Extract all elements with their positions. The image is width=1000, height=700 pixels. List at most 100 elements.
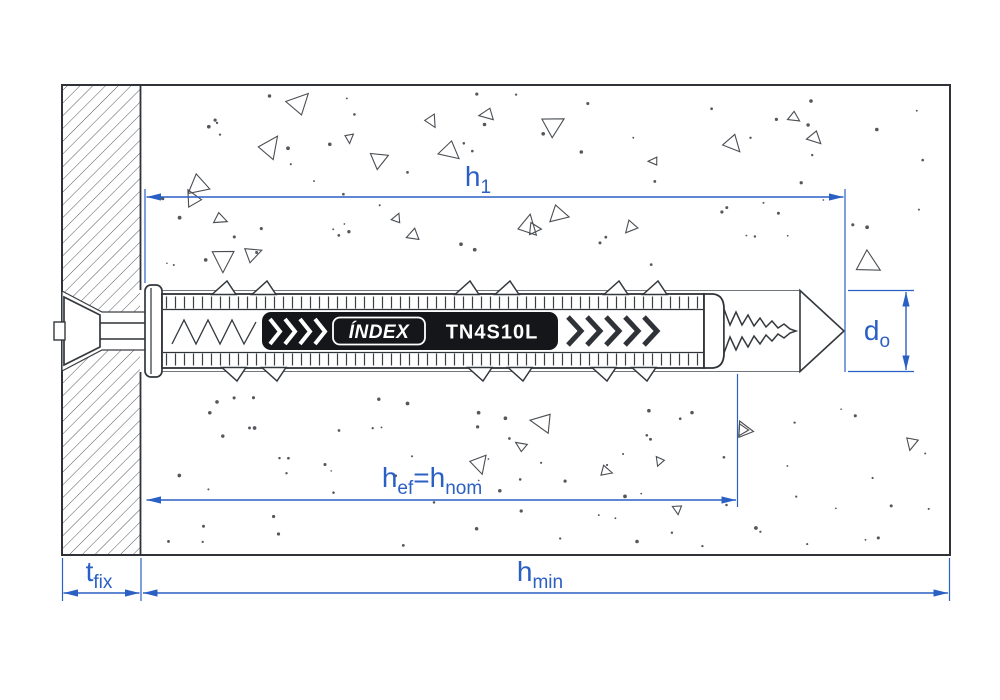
chevron-icon <box>604 315 623 347</box>
aggregate-dot <box>208 411 212 415</box>
aggregate-dot <box>774 117 779 122</box>
dimension-label-hef: hef=hnom <box>382 462 482 499</box>
aggregate-dot <box>347 230 351 234</box>
model-code: TN4S10L <box>446 322 539 344</box>
aggregate-dot <box>754 526 758 530</box>
aggregate-dot <box>276 532 281 536</box>
plug-knurl-bottom <box>165 353 701 366</box>
dimension-h1: h1 <box>144 161 846 372</box>
aggregate-triangle <box>738 422 750 437</box>
chevron-icon <box>623 315 642 347</box>
aggregate-dot <box>343 223 346 225</box>
aggregate-dot <box>722 455 726 459</box>
aggregate-dot <box>285 472 288 475</box>
aggregate-dot <box>851 223 855 227</box>
aggregate-triangle <box>855 248 882 271</box>
expansion-fin <box>602 279 630 296</box>
aggregate-dot <box>459 242 463 247</box>
aggregate-dot <box>508 437 511 440</box>
dimension-hef: hef=hnom <box>146 374 739 507</box>
aggregate-dot <box>323 462 327 467</box>
aggregate-dot <box>401 544 405 547</box>
aggregate-dot <box>410 455 414 458</box>
aggregate-dot <box>475 425 480 429</box>
aggregate-dot <box>889 504 893 508</box>
aggregate-triangle <box>369 152 390 171</box>
aggregate-dot <box>462 142 466 145</box>
aggregate-dot <box>207 488 210 491</box>
aggregate-triangle <box>344 133 355 145</box>
aggregate-dot <box>332 228 335 231</box>
aggregate-dot <box>559 537 562 540</box>
aggregate-dot <box>865 225 869 230</box>
aggregate-dot <box>864 538 867 541</box>
expansion-fin <box>506 366 534 383</box>
aggregate-dot <box>853 414 857 418</box>
aggregate-dot <box>470 149 474 153</box>
expansion-fin <box>466 366 494 383</box>
aggregate-dot <box>635 539 639 544</box>
aggregate-dot <box>215 400 219 404</box>
aggregate-dot <box>921 158 925 162</box>
expansion-fin <box>493 279 521 296</box>
aggregate-dot <box>215 121 219 125</box>
aggregate-dot <box>172 263 175 267</box>
aggregate-dot <box>871 476 874 480</box>
aggregate-triangle <box>390 212 401 224</box>
aggregate-dot <box>598 241 602 245</box>
dimension-d0: do <box>848 289 914 373</box>
aggregate-triangle <box>671 505 683 516</box>
chevron-icon <box>642 315 661 347</box>
aggregate-dot <box>640 492 643 495</box>
expansion-fin <box>641 279 669 296</box>
aggregate-triangle <box>786 110 801 122</box>
dimension-label-hmin: hmin <box>517 556 563 593</box>
aggregate-dot <box>811 153 814 157</box>
aggregate-dot <box>806 123 810 127</box>
aggregate-dot <box>876 536 880 540</box>
screw-drive <box>53 321 66 341</box>
anti-rotation-zigzag <box>171 318 257 346</box>
aggregate-dot <box>806 543 809 546</box>
aggregate-dot <box>749 136 752 139</box>
aggregate-triangle <box>549 204 571 223</box>
aggregate-dot <box>278 456 281 460</box>
aggregate-dot <box>786 465 789 467</box>
aggregate-dot <box>762 201 765 204</box>
aggregate-triangle <box>436 139 460 160</box>
aggregate-dot <box>795 495 798 498</box>
aggregate-dot <box>313 180 315 183</box>
aggregate-triangle <box>721 133 741 153</box>
aggregate-dot <box>167 539 170 543</box>
aggregate-triangle <box>540 118 566 139</box>
aggregate-dot <box>477 479 480 482</box>
aggregate-dot <box>206 124 211 129</box>
aggregate-dot <box>378 204 381 207</box>
aggregate-dot <box>232 235 236 239</box>
aggregate-dot <box>518 478 522 481</box>
aggregate-dot <box>579 150 584 154</box>
dimension-tfix: tfix <box>61 556 142 601</box>
aggregate-dot <box>259 227 263 231</box>
aggregate-dot <box>678 417 682 421</box>
aggregate-dot <box>809 99 813 103</box>
aggregate-dot <box>623 494 627 499</box>
aggregate-dot <box>622 452 625 456</box>
expansion-fin <box>453 279 481 296</box>
aggregate-dot <box>342 192 345 196</box>
drill-cone-tip <box>799 288 846 374</box>
aggregate-triangle <box>423 113 436 129</box>
chevron-icon <box>313 317 328 346</box>
aggregate-dot <box>286 146 290 151</box>
aggregate-dot <box>394 474 398 478</box>
aggregate-dot <box>482 122 487 127</box>
aggregate-dot <box>251 396 256 400</box>
aggregate-dot <box>248 426 251 430</box>
aggregate-triangle <box>906 437 920 452</box>
aggregate-dot <box>177 473 182 478</box>
aggregate-dot <box>653 179 657 183</box>
aggregate-dot <box>745 234 748 237</box>
aggregate-dot <box>720 210 724 214</box>
aggregate-triangle <box>284 92 310 116</box>
